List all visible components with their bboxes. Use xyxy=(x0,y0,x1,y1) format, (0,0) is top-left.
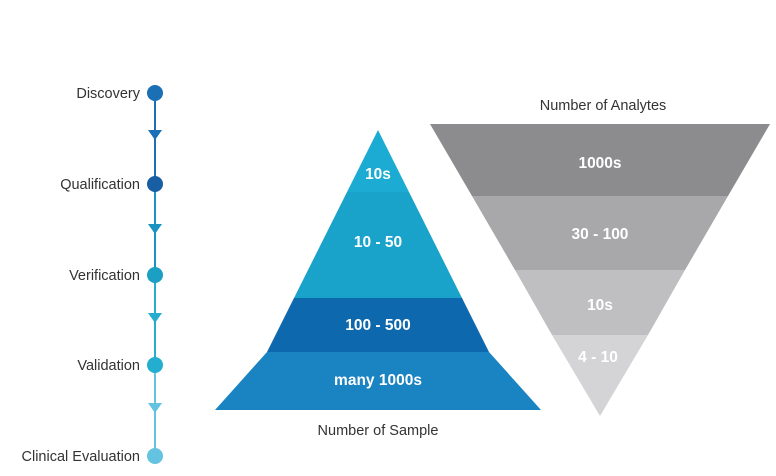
analyte-band-label: 30 - 100 xyxy=(571,226,629,243)
analyte-band-label: 10s xyxy=(587,297,613,314)
arrow-down-icon xyxy=(148,130,162,140)
sample-band-many-1000s xyxy=(215,352,541,410)
stage-dot-clinical-evaluation xyxy=(147,448,163,464)
analyte-band-label: 1000s xyxy=(578,155,622,172)
sample-band-10-50 xyxy=(294,192,462,298)
stage-label-verification: Verification xyxy=(69,268,140,284)
sample-band-10s xyxy=(347,130,409,192)
sample-band-100-500 xyxy=(267,298,489,352)
analyte-pyramid-caption: Number of Analytes xyxy=(539,98,667,114)
sample-band-label: many 1000s xyxy=(334,372,422,389)
analyte-band-label: 4 - 10 xyxy=(578,349,618,366)
stage-label-clinical-evaluation: Clinical Evaluation xyxy=(21,449,140,465)
sample-band-label: 100 - 500 xyxy=(345,317,411,334)
sample-band-label: 10 - 50 xyxy=(353,234,403,251)
analyte-band-10s xyxy=(515,270,685,335)
analyte-band-1000s xyxy=(430,124,770,196)
stage-dot-qualification xyxy=(147,176,163,192)
stage-dot-verification xyxy=(147,267,163,283)
arrow-down-icon xyxy=(148,224,162,234)
stage-label-validation: Validation xyxy=(77,358,140,374)
analyte-band-30-100 xyxy=(472,196,728,270)
sample-band-label: 10s xyxy=(365,166,391,183)
arrow-down-icon xyxy=(148,403,162,413)
analyte-band-4-10 xyxy=(552,335,648,416)
sample-pyramid-caption: Number of Sample xyxy=(317,423,439,439)
arrow-down-icon xyxy=(148,313,162,323)
stage-label-discovery: Discovery xyxy=(76,86,140,102)
stage-dot-discovery xyxy=(147,85,163,101)
stage-label-qualification: Qualification xyxy=(60,177,140,193)
stage-dot-validation xyxy=(147,357,163,373)
